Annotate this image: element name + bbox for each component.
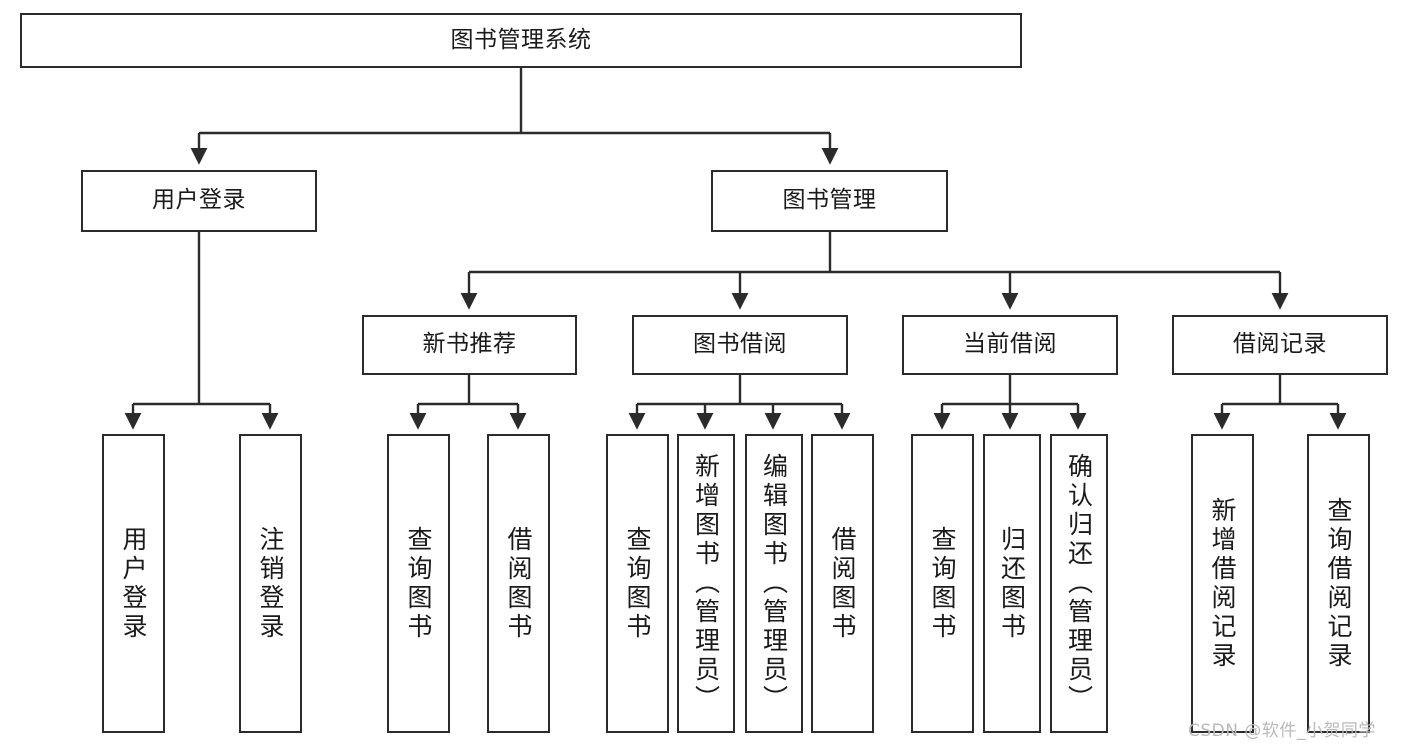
node-book-management[interactable]: 图书管理 <box>711 170 948 232</box>
node-label: 借阅图书 <box>828 525 857 642</box>
node-label: 查询图书 <box>404 525 433 642</box>
leaf-add-borrow-record[interactable]: 新增借阅记录 <box>1191 434 1254 733</box>
leaf-query-book-current[interactable]: 查询图书 <box>911 434 974 733</box>
node-book-borrow[interactable]: 图书借阅 <box>632 315 848 375</box>
leaf-borrow-book-recommend[interactable]: 借阅图书 <box>487 434 550 733</box>
node-label: 图书借阅 <box>693 331 787 358</box>
leaf-borrow-book[interactable]: 借阅图书 <box>811 434 874 733</box>
node-label: 图书管理 <box>782 187 877 214</box>
watermark-text: CSDN @软件_小贺同学 <box>1188 721 1376 741</box>
node-user-login[interactable]: 用户登录 <box>81 170 317 232</box>
leaf-logout[interactable]: 注销登录 <box>239 434 302 733</box>
node-label: 查询借阅记录 <box>1324 496 1353 671</box>
node-current-borrow[interactable]: 当前借阅 <box>902 315 1118 375</box>
node-label: 图书管理系统 <box>450 26 592 53</box>
node-label: 注销登录 <box>256 525 285 642</box>
leaf-return-book[interactable]: 归还图书 <box>983 434 1041 733</box>
node-label: 查询图书 <box>928 525 957 642</box>
node-label: 借阅记录 <box>1233 331 1327 358</box>
leaf-user-login[interactable]: 用户登录 <box>102 434 165 733</box>
node-label: 确认归还（管理员） <box>1064 453 1094 714</box>
node-label: 新增借阅记录 <box>1208 496 1237 671</box>
leaf-add-book-admin[interactable]: 新增图书（管理员） <box>677 434 735 733</box>
node-label: 归还图书 <box>997 525 1027 642</box>
node-label: 新书推荐 <box>422 331 517 358</box>
node-label: 借阅图书 <box>504 525 533 642</box>
node-label: 新增图书（管理员） <box>691 453 721 714</box>
leaf-query-borrow-record[interactable]: 查询借阅记录 <box>1307 434 1370 733</box>
node-label: 用户登录 <box>119 525 148 642</box>
node-new-book-recommendation[interactable]: 新书推荐 <box>362 315 577 375</box>
node-label: 当前借阅 <box>963 331 1057 358</box>
node-label: 用户登录 <box>152 187 246 214</box>
leaf-edit-book-admin[interactable]: 编辑图书（管理员） <box>745 434 803 733</box>
leaf-query-book-recommend[interactable]: 查询图书 <box>387 434 450 733</box>
leaf-confirm-return-admin[interactable]: 确认归还（管理员） <box>1050 434 1108 733</box>
node-borrow-record[interactable]: 借阅记录 <box>1172 315 1388 375</box>
leaf-query-book-borrow[interactable]: 查询图书 <box>606 434 669 733</box>
node-label: 编辑图书（管理员） <box>759 453 789 714</box>
node-root-system[interactable]: 图书管理系统 <box>20 13 1022 68</box>
node-label: 查询图书 <box>623 525 652 642</box>
